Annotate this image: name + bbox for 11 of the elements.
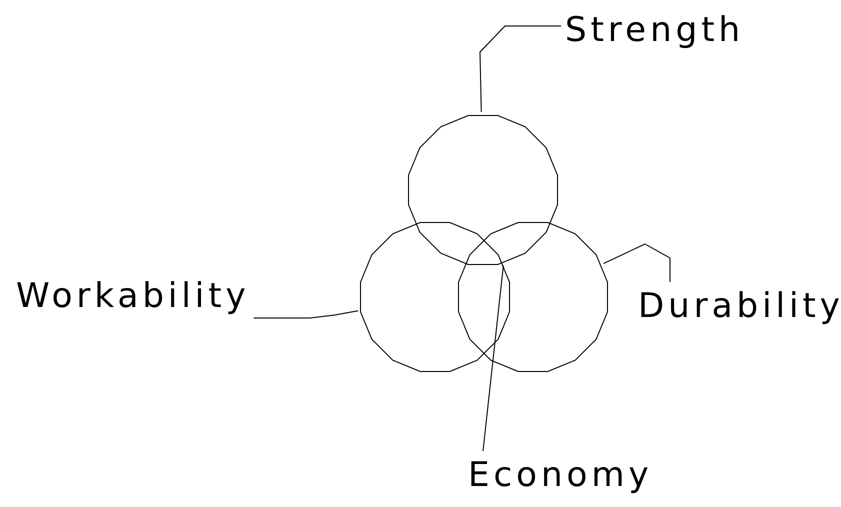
leader-line bbox=[482, 264, 504, 452]
circle-outline bbox=[406, 113, 560, 267]
leader-line bbox=[253, 310, 359, 318]
circle-outline bbox=[358, 220, 512, 374]
part-label: Workability bbox=[16, 276, 250, 316]
part-label: Economy bbox=[468, 455, 653, 495]
part-label: Strength bbox=[565, 10, 744, 50]
part-label: Durability bbox=[638, 286, 841, 326]
leader-line bbox=[480, 26, 562, 112]
circle-outline bbox=[456, 220, 610, 374]
leader-line bbox=[603, 243, 670, 282]
